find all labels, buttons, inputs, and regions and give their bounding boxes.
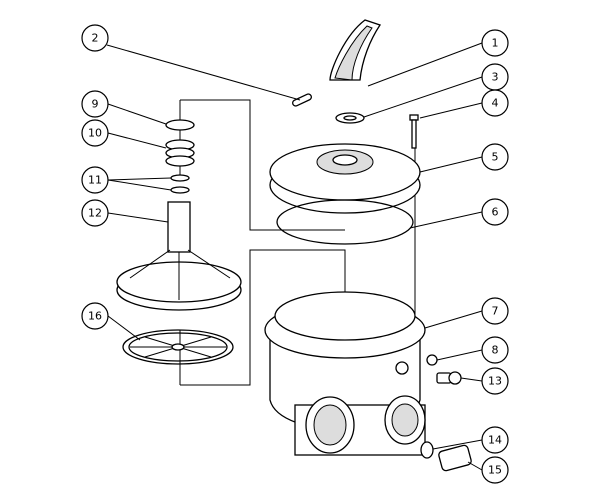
part-small-washer — [420, 441, 434, 459]
svg-text:3: 3 — [492, 71, 499, 84]
part-screw — [409, 114, 419, 149]
part-pin — [292, 93, 312, 107]
part-cover — [269, 143, 421, 214]
callout-10: 10 — [81, 119, 109, 147]
part-gasket — [122, 329, 234, 365]
svg-text:9: 9 — [92, 98, 99, 111]
leader-lines — [106, 42, 483, 471]
svg-text:10: 10 — [88, 127, 102, 140]
callout-7: 7 — [481, 297, 509, 325]
svg-text:6: 6 — [492, 206, 499, 219]
svg-text:11: 11 — [88, 174, 102, 187]
callout-4: 4 — [481, 89, 509, 117]
part-drain-plug — [438, 444, 472, 472]
part-gauge-plug — [436, 371, 462, 385]
svg-text:5: 5 — [492, 151, 499, 164]
part-handle — [329, 19, 382, 81]
callout-5: 5 — [481, 143, 509, 171]
callout-14: 14 — [481, 426, 509, 454]
part-washer — [335, 112, 365, 124]
svg-text:4: 4 — [492, 97, 499, 110]
part-cover-oring — [276, 199, 414, 245]
part-rings — [165, 119, 195, 194]
callout-6: 6 — [481, 198, 509, 226]
callout-1: 1 — [481, 29, 509, 57]
svg-text:14: 14 — [488, 434, 502, 447]
callout-11: 11 — [81, 166, 109, 194]
callout-13: 13 — [481, 367, 509, 395]
part-rotor — [116, 201, 242, 311]
svg-text:16: 16 — [88, 310, 102, 323]
svg-text:12: 12 — [88, 207, 102, 220]
callout-3: 3 — [481, 63, 509, 91]
svg-text:7: 7 — [492, 305, 499, 318]
callout-12: 12 — [81, 199, 109, 227]
svg-text:8: 8 — [492, 344, 499, 357]
svg-text:15: 15 — [488, 464, 502, 477]
callout-2: 2 — [81, 24, 109, 52]
part-valve-body — [264, 291, 426, 456]
callout-9: 9 — [81, 90, 109, 118]
svg-text:1: 1 — [492, 37, 499, 50]
part-nut — [426, 354, 438, 366]
callout-15: 15 — [481, 456, 509, 484]
svg-text:2: 2 — [92, 32, 99, 45]
svg-text:13: 13 — [488, 375, 502, 388]
callout-16: 16 — [81, 302, 109, 330]
callout-8: 8 — [481, 336, 509, 364]
